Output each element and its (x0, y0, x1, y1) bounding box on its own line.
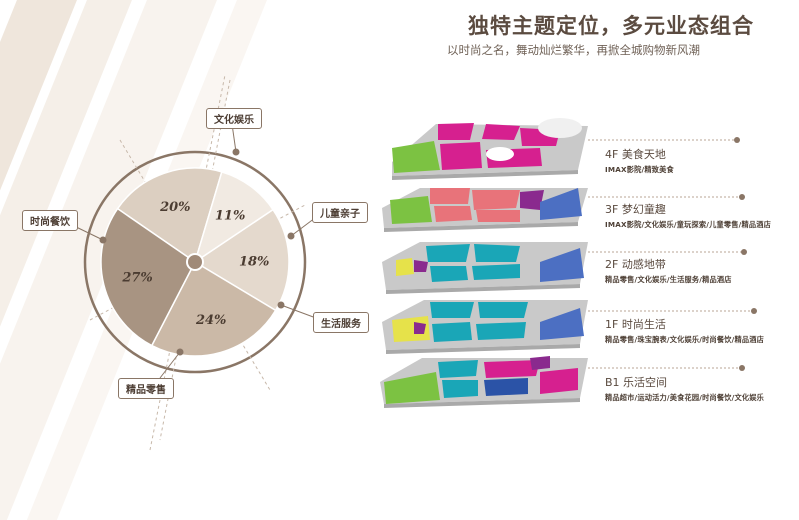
floor-name: 2F 动感地带 (605, 258, 666, 271)
page-title: 独特主题定位，多元业态组合 (468, 14, 754, 38)
floor-label-1f: 1F 时尚生活 精品零售/珠宝腕表/文化娱乐/时尚餐饮/精品酒店 (605, 316, 764, 345)
guide-line (149, 74, 226, 451)
pie-slice (193, 170, 275, 264)
floor-desc: IMAX影院/文化娱乐/童玩探索/儿童零售/精品酒店 (605, 220, 772, 229)
pie-slice-label: 18% (239, 255, 269, 270)
leader-line (159, 351, 181, 379)
floor-label-b1: B1 乐活空间 精品超市/运动活力/美食花园/时尚餐饮/文化娱乐 (605, 374, 764, 403)
pie-slice-label: 20% (159, 200, 190, 215)
pie-slice-label: 27% (121, 270, 152, 285)
guide-line (159, 79, 231, 441)
category-label-services: 生活服务 (313, 312, 369, 333)
floor-desc: 精品零售/珠宝腕表/文化娱乐/时尚餐饮/精品酒店 (605, 335, 765, 344)
floor-label-3f: 3F 梦幻童趣 IMAX影院/文化娱乐/童玩探索/儿童零售/精品酒店 (605, 201, 771, 230)
category-label-culture: 文化娱乐 (206, 108, 262, 129)
category-label-kids: 儿童亲子 (312, 202, 368, 223)
category-label-retail: 精品零售 (118, 378, 174, 399)
floor-map-1f (382, 300, 588, 354)
floor-name: B1 乐活空间 (605, 376, 668, 389)
pie-slice-label: 24% (195, 313, 226, 328)
floor-desc: 精品零售/文化娱乐/生活服务/精品酒店 (605, 275, 732, 284)
pie-chart: 20% 11% 18% 24% 27% (69, 74, 317, 451)
floor-label-4f: 4F 美食天地 IMAX影院/精致美食 (605, 146, 674, 175)
floor-maps (380, 118, 757, 408)
floor-label-2f: 2F 动感地带 精品零售/文化娱乐/生活服务/精品酒店 (605, 256, 732, 285)
pie-slice (100, 207, 196, 347)
pie-outer-ring (83, 150, 307, 374)
floor-map-4f (392, 118, 588, 180)
pie-slice-label: 11% (215, 208, 245, 223)
floor-map-3f (382, 188, 588, 232)
pie-center (186, 253, 204, 271)
floor-map-2f (382, 242, 588, 294)
category-label-dining: 时尚餐饮 (22, 210, 78, 231)
floor-name: 1F 时尚生活 (605, 318, 666, 331)
page-subtitle: 以时尚之名，舞动灿烂繁华，再掀全城购物新风潮 (447, 43, 700, 57)
floor-desc: 精品超市/运动活力/美食花园/时尚餐饮/文化娱乐 (605, 393, 765, 402)
leader-line (290, 217, 316, 237)
floor-name: 4F 美食天地 (605, 148, 666, 161)
floor-map-b1 (380, 356, 588, 408)
pie-slice (116, 167, 223, 264)
floor-name: 3F 梦幻童趣 (605, 203, 666, 216)
floor-desc: IMAX影院/精致美食 (605, 165, 674, 174)
leader-line (280, 304, 317, 319)
pie-slice (150, 260, 277, 357)
